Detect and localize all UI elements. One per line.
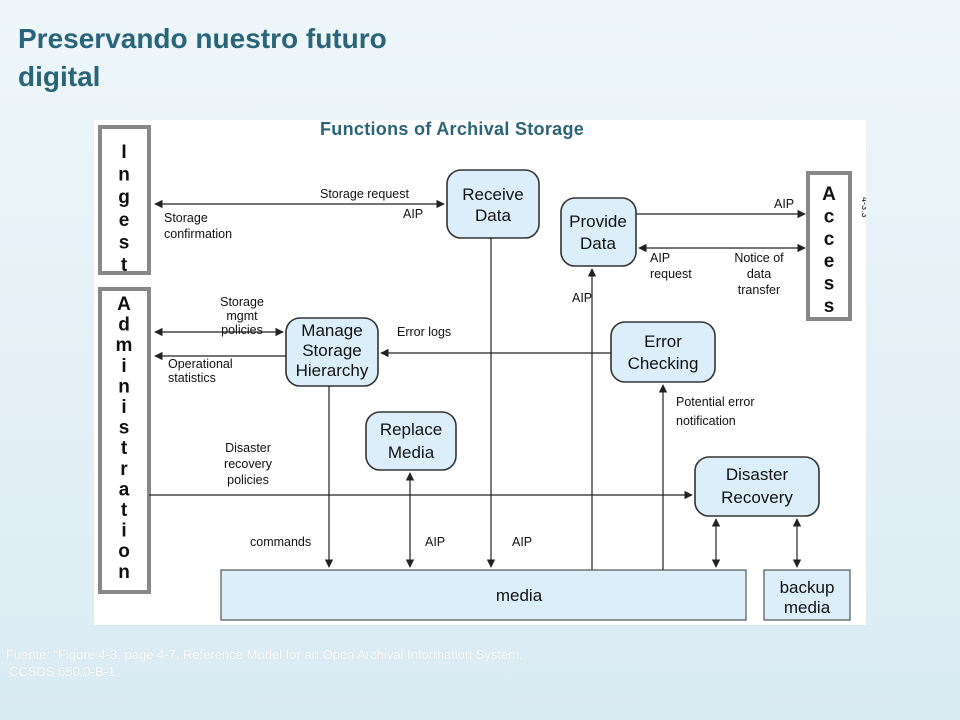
disaster-policies-label-1: Disaster [225,441,271,455]
backup-media-box: backup media [763,569,851,621]
disaster-recovery-label-1: Disaster [726,465,789,484]
ingest-letter: s [119,232,130,253]
error-checking-label-2: Checking [628,354,699,373]
administration-letter: o [118,541,130,562]
receive-data-label-2: Data [475,206,511,225]
receive-data-box: Receive Data [446,169,540,239]
administration-letter: r [120,459,128,480]
storage-confirmation-label-1: Storage [164,211,208,225]
backup-media-label-1: backup [780,578,835,597]
access-letter: e [824,251,835,272]
disaster-policies-label-2: recovery [224,457,273,471]
source-citation: Fuente: “Figure 4-3, page 4-7, Reference… [6,646,706,680]
provide-data-box: Provide Data [560,197,637,267]
aip-request-label-1: AIP [650,251,670,265]
administration-letter: n [118,376,130,397]
administration-letter: a [119,479,130,500]
notice-transfer-label-2: data [747,267,771,281]
storage-confirmation-label-2: confirmation [164,227,232,241]
slide-title: Preservando nuestro futuro digital [18,20,518,96]
replace-media-box: Replace Media [365,411,457,471]
figure-caption: Functions of Archival Storage [320,119,585,139]
operational-stats-label-1: Operational [168,357,233,371]
slide-title-line1: Preservando nuestro futuro [18,23,387,54]
disaster-recovery-label-2: Recovery [721,488,793,507]
administration-letter: d [118,315,130,336]
access-letter: A [822,184,836,205]
aip-request-label-2: request [650,267,692,281]
administration-letter: i [121,521,126,542]
ingest-letter: t [121,255,128,276]
ingest-letter: I [121,142,126,163]
error-checking-box: Error Checking [610,321,716,383]
aip-replace-label: AIP [425,535,445,549]
administration-letter: t [121,500,128,521]
source-line1: Fuente: “Figure 4-3, page 4-7, Reference… [6,647,523,662]
administration-letter: i [121,397,126,418]
aip-receive-label: AIP [512,535,532,549]
operational-stats-label-2: statistics [168,371,216,385]
administration-letter: s [119,418,130,439]
manage-storage-label-3: Hierarchy [296,361,369,380]
aip-provide-label: AIP [572,291,592,305]
disaster-recovery-box: Disaster Recovery [694,456,820,517]
potential-error-label-1: Potential error [676,395,755,409]
ingest-letter: e [119,210,130,231]
disaster-policies-label-3: policies [227,473,269,487]
storage-mgmt-label-3: policies [221,323,263,337]
replace-media-label-1: Replace [380,420,442,439]
backup-media-label-2: media [784,598,831,617]
administration-letter: i [121,356,126,377]
media-label: media [496,586,543,605]
access-letter: c [824,229,835,250]
ingest-letter: g [118,187,130,208]
aip-ingest-label: AIP [403,207,423,221]
error-logs-label: Error logs [397,325,451,339]
access-letter: s [824,274,835,295]
storage-request-label: Storage request [320,187,409,201]
storage-mgmt-label-2: mgmt [226,309,258,323]
manage-storage-label-2: Storage [302,341,362,360]
media-box: media [220,569,747,621]
storage-mgmt-label-1: Storage [220,295,264,309]
administration-letter: n [118,562,130,583]
administration-letter: t [121,438,128,459]
administration-letter: A [117,294,131,315]
access-letter: c [824,206,835,227]
potential-error-label-2: notification [676,414,736,428]
source-line2: CCSDS 650.0-B-1 [9,664,116,679]
figure-id-label: 4-3.3 [860,197,866,218]
ingest-letter: n [118,165,130,186]
slide-title-line2: digital [18,61,101,92]
aip-access-label: AIP [774,197,794,211]
administration-letter: m [116,335,133,356]
replace-media-label-2: Media [388,443,435,462]
receive-data-label-1: Receive [462,185,523,204]
error-checking-label-1: Error [644,332,682,351]
access-letter: s [824,296,835,317]
notice-transfer-label-1: Notice of [734,251,784,265]
provide-data-label-2: Data [580,234,616,253]
notice-transfer-label-3: transfer [738,283,780,297]
commands-label: commands [250,535,311,549]
manage-storage-hierarchy-box: Manage Storage Hierarchy [285,317,379,387]
manage-storage-label-1: Manage [301,321,362,340]
provide-data-label-1: Provide [569,212,627,231]
